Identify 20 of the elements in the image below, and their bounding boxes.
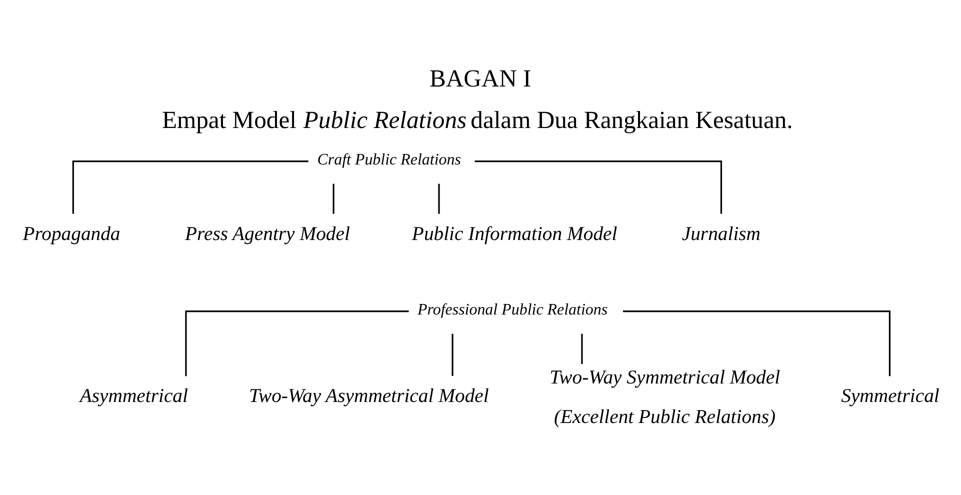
- diagram-title: BAGAN I: [429, 64, 532, 92]
- node-text: Press Agentry Model: [185, 222, 350, 244]
- connector: [185, 310, 409, 376]
- node-text: Two-Way Symmetrical Model (Excellent Public Relations): [550, 366, 780, 428]
- connector: [622, 310, 890, 376]
- node-text: Propaganda: [22, 222, 120, 244]
- connector: [474, 160, 722, 214]
- connector: [332, 183, 334, 214]
- node-text: Professional Public Relations: [417, 300, 608, 318]
- node-text: Symmetrical: [841, 384, 940, 407]
- node-text: Craft Public Relations: [317, 150, 461, 168]
- node-text: Asymmetrical: [80, 384, 188, 407]
- connector: [72, 160, 308, 214]
- connector: [438, 183, 440, 214]
- connector: [452, 333, 454, 376]
- caption: Empat Model Public Relations dalam Dua Rangkaian Kesatuan.: [162, 106, 793, 134]
- node-text: Two-Way Asymmetrical Model: [248, 384, 489, 407]
- connector: [581, 333, 583, 364]
- node-text: Public Information Model: [412, 222, 618, 244]
- node-text: Jurnalism: [682, 222, 760, 244]
